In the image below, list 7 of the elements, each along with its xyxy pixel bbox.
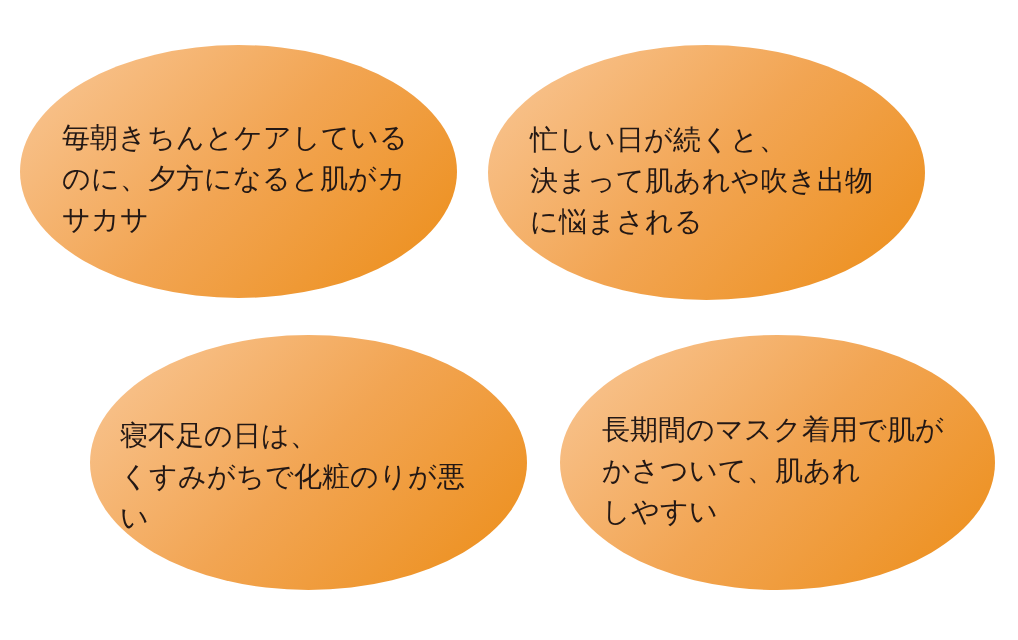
bubble-text: くすみがちで化粧のりが悪い bbox=[120, 459, 466, 536]
bubble-text: 長期間のマスク着用で肌がかさついて、肌あれ bbox=[602, 412, 945, 489]
bubble-text: 毎朝きちんとケアしているのに、夕方になると肌がカサカサ bbox=[62, 120, 409, 238]
bubble-text: しやすい bbox=[602, 494, 719, 530]
bubble-text: 決まって肌あれや吹き出物に悩まされる bbox=[530, 163, 874, 240]
bubble-text: 忙しい日が続くと、 bbox=[530, 122, 788, 158]
bubble-text: 寝不足の日は、 bbox=[120, 418, 319, 454]
